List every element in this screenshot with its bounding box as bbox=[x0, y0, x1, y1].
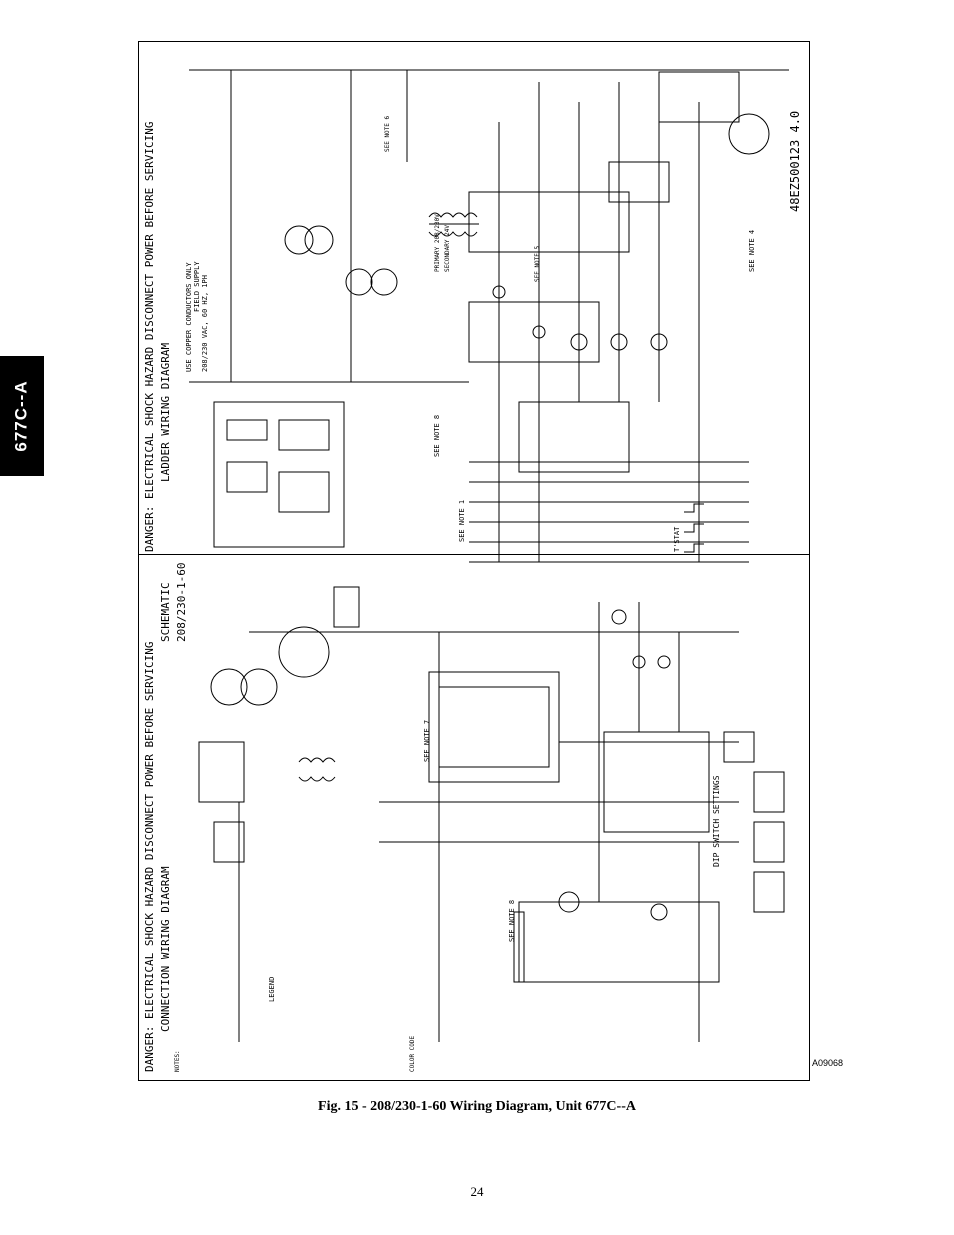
ladder-title: LADDER WIRING DIAGRAM bbox=[159, 343, 172, 482]
connection-see-note-8: SEE NOTE 8 bbox=[508, 900, 516, 942]
ladder-transformer-primary: PRIMARY 208/230V bbox=[434, 214, 441, 272]
connection-title: CONNECTION WIRING DIAGRAM bbox=[159, 866, 172, 1032]
ladder-transformer-secondary: SECONDARY 24V bbox=[444, 225, 451, 272]
ladder-see-note-6: SEE NOTE 6 bbox=[384, 115, 391, 152]
ladder-tstat-label: T'STAT bbox=[673, 526, 681, 552]
ladder-see-note-5: SEE NOTE 5 bbox=[534, 245, 541, 282]
ladder-part-number: 48EZ500123 4.0 bbox=[788, 111, 802, 212]
section-tab: 677C--A bbox=[0, 356, 44, 476]
schematic-voltage: 208/230-1-60 bbox=[175, 563, 188, 642]
color-code-title: COLOR CODE bbox=[409, 1035, 416, 1072]
dip-switch-title: DIP SWITCH SETTINGS bbox=[712, 775, 721, 867]
schematic-label: SCHEMATIC bbox=[159, 582, 172, 642]
diagram-divider bbox=[139, 554, 809, 555]
ladder-voltage: 208/230 VAC, 60 HZ, 1PH bbox=[201, 275, 209, 372]
wiring-diagram-sheet bbox=[138, 41, 810, 1081]
notes-title: NOTES: bbox=[174, 1050, 181, 1072]
wiring-diagram-drawing: LADDER WIRING DIAGRAM DANGER: ELECTRICAL… bbox=[143, 69, 802, 1072]
ladder-see-note-1: SEE NOTE 1 bbox=[458, 500, 466, 542]
page-number: 24 bbox=[470, 1184, 484, 1199]
ladder-see-note-8: SEE NOTE 8 bbox=[433, 415, 441, 457]
figure-caption: Fig. 15 - 208/230-1-60 Wiring Diagram, U… bbox=[318, 1099, 636, 1114]
ladder-see-note-4: SEE NOTE 4 bbox=[748, 230, 756, 272]
legend-title: LEGEND bbox=[268, 977, 276, 1002]
section-tab-label: 677C--A bbox=[12, 380, 31, 452]
figure-code: A09068 bbox=[811, 1058, 843, 1068]
connection-see-note-7: SEE NOTE 7 bbox=[423, 720, 431, 762]
ladder-danger-banner: DANGER: ELECTRICAL SHOCK HAZARD DISCONNE… bbox=[143, 122, 156, 552]
ladder-copper-note: USE COPPER CONDUCTORS ONLY bbox=[185, 262, 193, 372]
connection-danger-banner: DANGER: ELECTRICAL SHOCK HAZARD DISCONNE… bbox=[143, 642, 156, 1072]
ladder-diagram bbox=[189, 69, 789, 563]
ladder-field-supply: FIELD SUPPLY bbox=[193, 261, 201, 312]
connection-diagram bbox=[198, 586, 785, 1042]
